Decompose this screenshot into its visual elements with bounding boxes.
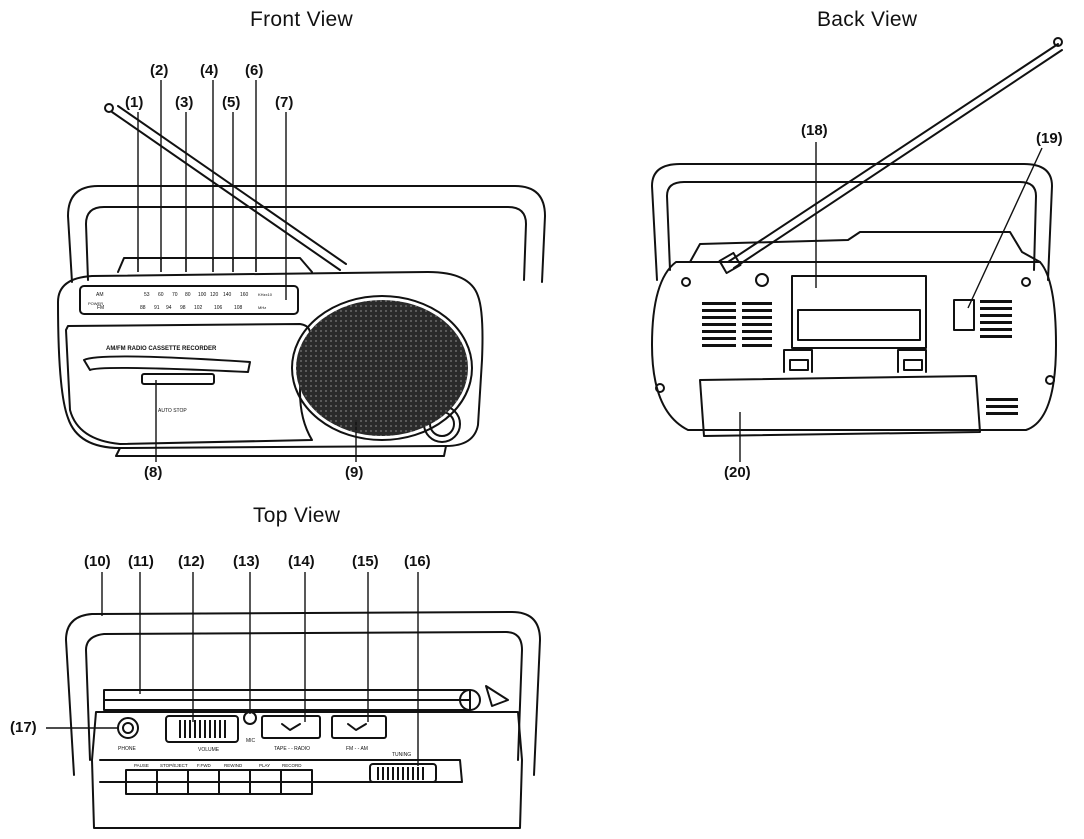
dial-fm-mark: 108 bbox=[234, 305, 243, 311]
volume-label: VOLUME bbox=[198, 747, 220, 753]
callout-14: (14) bbox=[288, 553, 315, 570]
dial-am-mark: 140 bbox=[223, 292, 232, 298]
callout-8: (8) bbox=[144, 464, 163, 481]
dial-am-mark: 60 bbox=[158, 292, 164, 298]
back-switch bbox=[953, 299, 975, 331]
front-model-label: AM/FM RADIO CASSETTE RECORDER bbox=[106, 346, 217, 352]
callout-12: (12) bbox=[178, 553, 205, 570]
dial-fm-unit: MHz bbox=[258, 305, 266, 310]
callout-16: (16) bbox=[404, 553, 431, 570]
front-view-title: Front View bbox=[250, 8, 353, 31]
tuning-wheel bbox=[369, 763, 437, 783]
callout-13: (13) bbox=[233, 553, 260, 570]
back-battery-compartment bbox=[699, 375, 981, 437]
fm-am-label: FM - - AM bbox=[346, 746, 368, 752]
dial-fm-mark: 91 bbox=[154, 305, 160, 311]
back-handle bbox=[651, 163, 1053, 281]
back-body bbox=[651, 261, 1057, 431]
callout-20: (20) bbox=[724, 464, 751, 481]
dial-fm-mark: 102 bbox=[194, 305, 203, 311]
dial-fm-mark: 88 bbox=[140, 305, 146, 311]
back-antenna bbox=[727, 43, 1059, 263]
front-handle bbox=[67, 185, 546, 283]
dial-fm-mark: 94 bbox=[166, 305, 172, 311]
callout-18: (18) bbox=[801, 122, 828, 139]
tape-radio-label: TAPE - - RADIO bbox=[274, 746, 310, 752]
callout-5: (5) bbox=[222, 94, 241, 111]
callout-7: (7) bbox=[275, 94, 294, 111]
callout-1: (1) bbox=[125, 94, 144, 111]
dial-fm-label: FM bbox=[97, 305, 104, 311]
dial-am-unit: KHzx10 bbox=[258, 292, 273, 297]
front-dial-window bbox=[79, 285, 299, 315]
front-speaker bbox=[291, 295, 473, 441]
front-dial-labels: AM 53 60 70 80 100 120 140 160 KHzx10 PO… bbox=[88, 292, 273, 311]
dial-power-label: POWER bbox=[88, 301, 103, 306]
phone-label: PHONE bbox=[118, 746, 136, 752]
top-body bbox=[91, 711, 523, 829]
dial-fm-mark: 98 bbox=[180, 305, 186, 311]
front-auto-stop-label: AUTO STOP bbox=[158, 408, 187, 414]
callout-2: (2) bbox=[150, 62, 169, 79]
callout-17: (17) bbox=[10, 719, 37, 736]
back-view-title: Back View bbox=[817, 8, 918, 31]
dial-am-mark: 120 bbox=[210, 292, 219, 298]
callout-6: (6) bbox=[245, 62, 264, 79]
fm-am-switch bbox=[331, 715, 387, 739]
top-handle bbox=[65, 611, 541, 776]
dial-fm-mark: 106 bbox=[214, 305, 223, 311]
dial-am-mark: 70 bbox=[172, 292, 178, 298]
dial-am-mark: 100 bbox=[198, 292, 207, 298]
tuning-label: TUNING bbox=[392, 752, 411, 758]
dial-am-mark: 53 bbox=[144, 292, 150, 298]
callout-10: (10) bbox=[84, 553, 111, 570]
callout-3: (3) bbox=[175, 94, 194, 111]
dial-am-label: AM bbox=[96, 292, 104, 298]
key-label: STOP/EJECT bbox=[160, 763, 188, 768]
phone-jack bbox=[117, 717, 139, 739]
volume-wheel bbox=[165, 715, 239, 743]
callout-19: (19) bbox=[1036, 130, 1063, 147]
callout-4: (4) bbox=[200, 62, 219, 79]
key-label: F.FWD bbox=[197, 763, 211, 768]
key-label: RECORD bbox=[282, 763, 302, 768]
callout-15: (15) bbox=[352, 553, 379, 570]
callout-11: (11) bbox=[128, 553, 154, 570]
dial-am-mark: 80 bbox=[185, 292, 191, 298]
back-label-panel bbox=[791, 275, 927, 349]
callout-9: (9) bbox=[345, 464, 364, 481]
key-label: PLAY bbox=[259, 763, 270, 768]
key-label: REWIND bbox=[224, 763, 243, 768]
tape-radio-switch bbox=[261, 715, 321, 739]
mic-label: MIC bbox=[246, 738, 256, 744]
front-body bbox=[57, 271, 484, 449]
dial-am-mark: 160 bbox=[240, 292, 249, 298]
key-label: PAUSE bbox=[134, 763, 149, 768]
front-antenna bbox=[111, 111, 341, 271]
top-view-title: Top View bbox=[253, 504, 341, 527]
